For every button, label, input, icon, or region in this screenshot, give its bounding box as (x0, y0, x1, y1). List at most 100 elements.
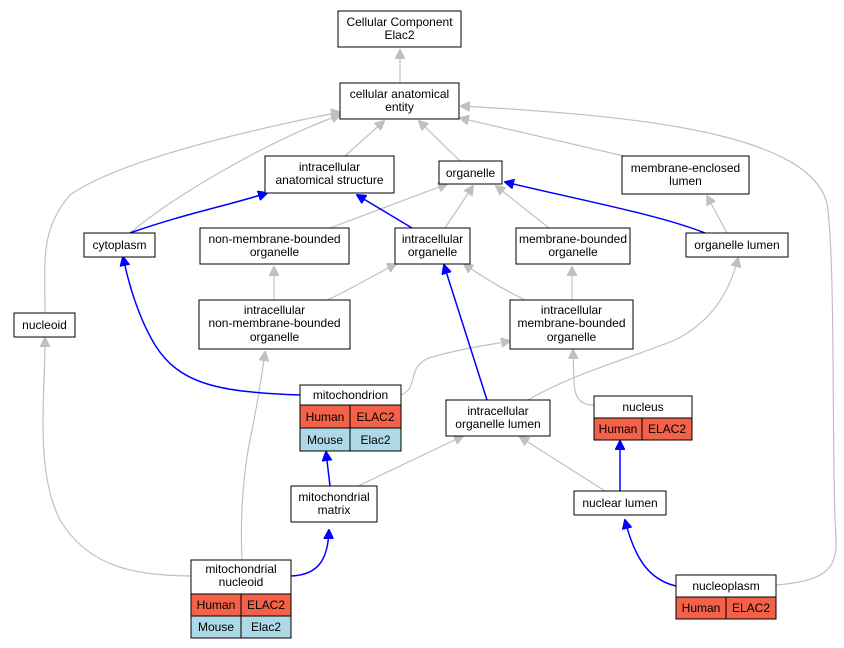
np-human-gene: ELAC2 (732, 601, 770, 615)
mito-mouse-gene: Elac2 (360, 433, 390, 447)
node-io-line-1: intracellular (402, 232, 463, 246)
edge-io-to-organelle (444, 186, 473, 229)
node-mitochondrial-nucleoid[interactable]: mitochondrial nucleoid Human ELAC2 Mouse… (190, 559, 292, 639)
node-cellular-component-line-1: Cellular Component (346, 15, 453, 29)
nucleus-human-species: Human (599, 422, 638, 436)
edge-ol-to-organelle (505, 182, 706, 234)
edge-nucleus-to-imbo (573, 350, 595, 406)
node-inmbo-line-2: non-membrane-bounded (208, 316, 340, 330)
node-mn-line-2: nucleoid (219, 575, 264, 589)
node-ias-line-1: intracellular (299, 160, 360, 174)
edge-nl-to-iol (520, 437, 606, 492)
node-mm-line-2: matrix (318, 503, 351, 517)
edge-np-to-nl (625, 520, 677, 587)
mito-mouse-species: Mouse (307, 433, 343, 447)
node-intracellular-organelle-lumen[interactable]: intracellular organelle lumen (445, 399, 551, 437)
nucleus-human-gene: ELAC2 (648, 422, 686, 436)
edge-mm-to-mito (326, 452, 330, 487)
edge-mel-to-cae (460, 118, 625, 157)
mn-mouse-gene-cell (240, 615, 292, 639)
node-nucleus-label: nucleus (622, 400, 663, 414)
node-nuclear-lumen[interactable]: nuclear lumen (573, 490, 667, 516)
node-imbo-line-2: membrane-bounded (517, 316, 625, 330)
edge-nucleoid-to-cae (44, 112, 340, 314)
edge-organelle-to-cae (419, 121, 461, 162)
edge-mito-to-imbo (400, 341, 510, 396)
node-cytoplasm-label: cytoplasm (92, 238, 146, 252)
node-mbo-line-2: organelle (548, 245, 598, 259)
node-np-label: nucleoplasm (692, 579, 759, 593)
node-nmbo-line-1: non-membrane-bounded (208, 232, 340, 246)
edge-mn-to-nucleoid (43, 338, 192, 577)
node-mm-line-1: mitochondrial (298, 490, 369, 504)
nucleus-human-gene-cell (641, 417, 693, 441)
node-nmbo-line-2: organelle (250, 245, 300, 259)
node-organelle[interactable]: organelle (438, 160, 503, 185)
node-nucleoid[interactable]: nucleoid (13, 312, 76, 338)
mito-mouse-gene-cell (349, 427, 402, 452)
node-mel-line-2: lumen (669, 174, 702, 188)
edge-iol-to-ol (527, 258, 738, 401)
node-ias-line-2: anatomical structure (275, 173, 383, 187)
edge-iol-to-io (444, 265, 488, 401)
node-cae-line-1: cellular anatomical (350, 87, 449, 101)
edge-cytoplasm-to-cae (129, 115, 340, 234)
mito-human-species: Human (306, 410, 345, 424)
edge-cytoplasm-to-ias (129, 193, 267, 234)
np-human-species: Human (682, 601, 721, 615)
node-imbo-line-3: organelle (547, 330, 597, 344)
node-nl-label: nuclear lumen (582, 496, 657, 510)
node-membrane-bounded-organelle[interactable]: membrane-bounded organelle (515, 227, 631, 265)
node-nucleoplasm[interactable]: nucleoplasm Human ELAC2 (675, 574, 777, 620)
mn-human-species: Human (197, 598, 236, 612)
node-intracellular-organelle[interactable]: intracellular organelle (394, 227, 471, 265)
mn-human-gene: ELAC2 (247, 598, 285, 612)
node-nucleus[interactable]: nucleus Human ELAC2 (593, 395, 693, 441)
edge-imbo-to-io (464, 264, 526, 301)
node-mn-line-1: mitochondrial (205, 562, 276, 576)
nodes: Cellular Component Elac2 cellular anatom… (13, 10, 789, 639)
node-mel-line-1: membrane-enclosed (631, 161, 740, 175)
node-intracellular-membrane-bounded-organelle[interactable]: intracellular membrane-bounded organelle (509, 299, 634, 350)
node-imbo-line-1: intracellular (541, 303, 602, 317)
np-human-gene-cell (725, 596, 777, 620)
node-mitochondrial-matrix[interactable]: mitochondrial matrix (290, 485, 378, 523)
edge-io-to-ias (357, 195, 413, 229)
edge-ol-to-mel (707, 196, 728, 234)
edge-ias-to-cae (344, 121, 384, 157)
edge-np-to-cae (461, 106, 837, 586)
edges (43, 50, 837, 587)
mito-human-gene: ELAC2 (356, 410, 394, 424)
node-cae-line-2: entity (385, 100, 414, 114)
edge-mbo-to-organelle (496, 186, 550, 229)
node-membrane-enclosed-lumen[interactable]: membrane-enclosed lumen (621, 155, 750, 195)
node-cellular-component[interactable]: Cellular Component Elac2 (337, 10, 462, 48)
node-inmbo-line-3: organelle (250, 330, 300, 344)
node-intracellular-non-membrane-bounded-organelle[interactable]: intracellular non-membrane-bounded organ… (198, 299, 351, 350)
edge-mito-to-cytoplasm (123, 257, 301, 396)
edge-mn-to-inmbo (240, 352, 265, 561)
node-mito-label: mitochondrion (313, 388, 388, 402)
node-ol-label: organelle lumen (694, 238, 779, 252)
node-intracellular-anatomical-structure[interactable]: intracellular anatomical structure (264, 155, 395, 194)
node-non-membrane-bounded-organelle[interactable]: non-membrane-bounded organelle (199, 227, 350, 265)
mn-mouse-gene: Elac2 (251, 620, 281, 634)
edge-inmbo-to-io (326, 264, 396, 301)
edge-mm-to-iol (355, 436, 463, 488)
node-iol-line-2: organelle lumen (455, 417, 540, 431)
node-io-line-2: organelle (408, 245, 458, 259)
node-cellular-component-line-2: Elac2 (384, 28, 414, 42)
node-organelle-lumen[interactable]: organelle lumen (685, 232, 789, 258)
node-cellular-anatomical-entity[interactable]: cellular anatomical entity (339, 82, 460, 120)
node-inmbo-line-1: intracellular (244, 303, 305, 317)
mn-mouse-species: Mouse (198, 620, 234, 634)
node-cytoplasm[interactable]: cytoplasm (83, 232, 156, 258)
node-iol-line-1: intracellular (467, 404, 528, 418)
node-mbo-line-1: membrane-bounded (519, 232, 627, 246)
node-nucleoid-label: nucleoid (22, 318, 67, 332)
node-organelle-label: organelle (446, 166, 496, 180)
edge-mn-to-mm (290, 530, 329, 577)
node-mitochondrion[interactable]: mitochondrion Human ELAC2 Mouse Elac2 (299, 384, 402, 452)
edge-nmbo-to-organelle (329, 184, 447, 229)
